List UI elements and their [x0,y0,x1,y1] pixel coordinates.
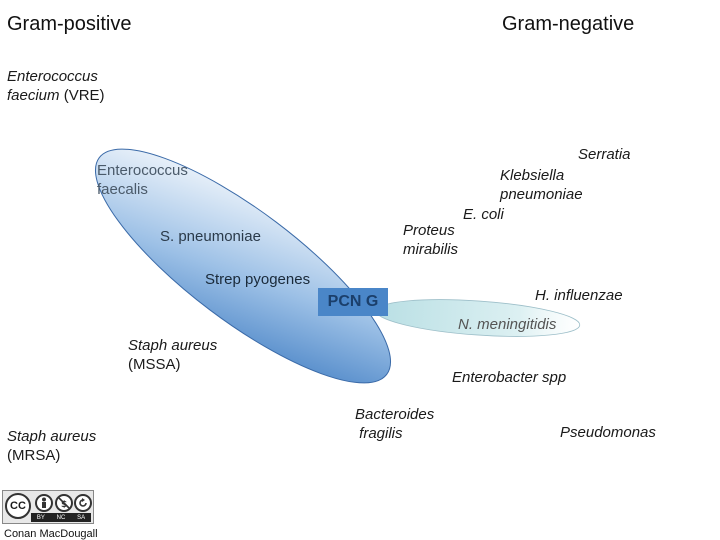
serratia-label: Serratia [578,146,631,163]
n-meningitidis-label: N. meningitidis [458,316,557,333]
attribution-icon [35,494,53,512]
gram-positive-header: Gram-positive [7,13,132,35]
s-pneumoniae-label: S. pneumoniae [160,228,261,245]
vre-line-3: (VRE) [59,87,105,104]
cc-icon: CC [5,493,31,519]
faecalis-line-1: Enterococcus [97,162,188,179]
by-term: BY [36,514,45,521]
bacteroides-line-1: Bacteroides [355,406,435,423]
klebsiella-label: Klebsiella pneumoniae [500,166,583,204]
pseudomonas-label: Pseudomonas [560,424,656,441]
author-credit: Conan MacDougall [4,528,98,540]
mssa-line-2: (MSSA) [128,356,181,373]
strep-pyogenes-label: Strep pyogenes [205,271,311,288]
proteus-mirabilis-label: Proteus mirabilis [403,221,458,259]
enterococcus-faecium-label: Enterococcus faecium (VRE) [7,67,105,105]
e-coli-label: E. coli [463,206,504,223]
proteus-line-2: mirabilis [403,241,459,258]
license-terms-strip: BY NC SA [31,513,91,522]
staph-aureus-mssa-label: Staph aureus (MSSA) [128,336,217,374]
noncommercial-icon: $ [55,494,73,512]
svg-text:$: $ [61,500,67,509]
mrsa-line-2: (MRSA) [7,447,61,464]
mrsa-line-1: Staph aureus [7,428,97,445]
klebsiella-line-1: Klebsiella [500,167,565,184]
creative-commons-badge: CC $ BY NC SA [2,490,94,524]
h-influenzae-label: H. influenzae [535,287,623,304]
staph-aureus-mrsa-label: Staph aureus (MRSA) [7,427,96,465]
gram-negative-header: Gram-negative [502,13,635,35]
mssa-line-1: Staph aureus [128,337,218,354]
pcn-g-label: PCN G [318,288,388,316]
bacteroides-fragilis-label: Bacteroides fragilis [355,405,434,443]
vre-line-1: Enterococcus [7,68,98,85]
share-alike-icon [74,494,92,512]
gram-positive-coverage-ellipse [94,148,392,384]
proteus-line-1: Proteus [403,222,455,239]
faecalis-line-2: faecalis [97,181,148,198]
enterobacter-label: Enterobacter spp [452,369,567,386]
nc-term: NC [56,514,66,521]
vre-line-2: faecium [7,87,60,104]
enterococcus-faecalis-label: Enterococcus faecalis [97,161,188,199]
sa-term: SA [77,514,86,521]
bacteroides-line-2: fragilis [355,425,403,442]
klebsiella-line-2: pneumoniae [500,186,583,203]
